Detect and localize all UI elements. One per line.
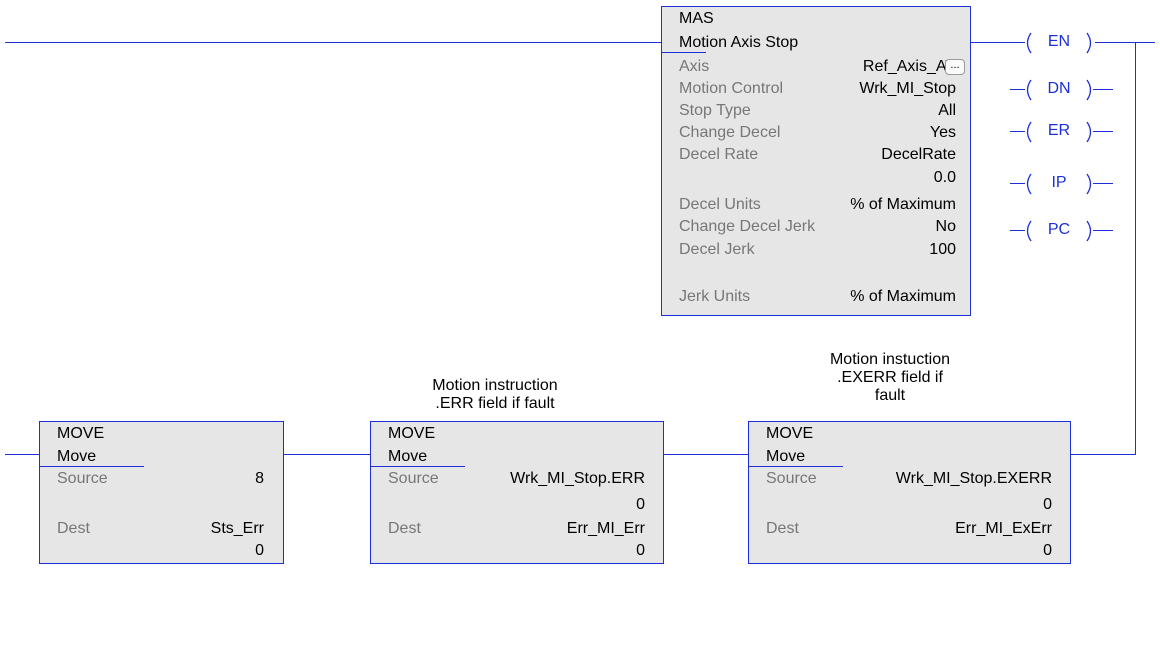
move3-mnemonic: MOVE: [766, 425, 814, 442]
move1-dest-value[interactable]: Sts_Err: [210, 520, 264, 537]
move3-dest-live: 0: [1043, 542, 1052, 559]
mas-param-label-change-decel: Change Decel: [679, 124, 781, 141]
mas-param-value-change-decel-jerk[interactable]: No: [935, 218, 956, 235]
move2-mnemonic: MOVE: [388, 425, 436, 442]
coil-dn-icon: [1026, 79, 1092, 101]
mas-param-live-decel-rate: 0.0: [933, 169, 956, 186]
move1-source-value[interactable]: 8: [255, 470, 264, 487]
move2-source-live: 0: [636, 496, 645, 513]
axis-browse-button[interactable]: ...: [945, 59, 965, 75]
move-instruction-block-1[interactable]: MOVE Move Source 8 Dest Sts_Err 0: [39, 421, 284, 564]
rung-wire-en-out: [1095, 42, 1155, 43]
mas-param-label-axis: Axis: [679, 58, 710, 75]
move3-source-label: Source: [766, 470, 817, 487]
mas-header-underline: [661, 52, 706, 53]
move1-footer-line: [39, 563, 75, 564]
coil-pc-tail-wire: [1093, 230, 1113, 231]
coil-ip-tail-wire: [1093, 183, 1113, 184]
coil-dn-label[interactable]: DN: [1047, 80, 1071, 97]
coil-dn-lead-wire: [1010, 89, 1025, 90]
mas-param-label-jerk-units: Jerk Units: [679, 288, 751, 305]
move2-title: Move: [388, 448, 428, 465]
coil-er-icon: [1026, 121, 1092, 143]
move2-footer-line: [370, 563, 406, 564]
move-instruction-block-3[interactable]: MOVE Move Source Wrk_MI_Stop.EXERR 0 Des…: [748, 421, 1071, 564]
mas-param-label-stop-type: Stop Type: [679, 102, 751, 119]
note-move-exerr: Motion instuction .EXERR field if fault: [829, 351, 951, 404]
mas-title: Motion Axis Stop: [679, 34, 799, 51]
move2-dest-label: Dest: [388, 520, 421, 537]
move2-dest-live: 0: [636, 542, 645, 559]
mas-param-value-stop-type[interactable]: All: [938, 102, 956, 119]
coil-pc-lead-wire: [1010, 230, 1025, 231]
move-instruction-block-2[interactable]: MOVE Move Source Wrk_MI_Stop.ERR 0 Dest …: [370, 421, 664, 564]
mas-param-value-motion-control[interactable]: Wrk_MI_Stop: [859, 80, 956, 97]
coil-ip-icon: [1026, 173, 1092, 195]
coil-ip-lead-wire: [1010, 183, 1025, 184]
mas-param-value-decel-units[interactable]: % of Maximum: [850, 196, 956, 213]
move3-source-value[interactable]: Wrk_MI_Stop.EXERR: [895, 470, 1052, 487]
coil-dn-tail-wire: [1093, 89, 1113, 90]
coil-en-lead-wire: [971, 42, 1025, 43]
coil-er-tail-wire: [1093, 131, 1113, 132]
move1-dest-live: 0: [255, 542, 264, 559]
move1-source-label: Source: [57, 470, 108, 487]
note-move-err: Motion instruction .ERR field if fault: [432, 377, 558, 412]
coil-en-label[interactable]: EN: [1047, 33, 1071, 50]
coil-pc-icon: [1026, 220, 1092, 242]
move2-dest-value[interactable]: Err_MI_Err: [566, 520, 645, 537]
branch-wire-vertical: [1135, 42, 1136, 454]
mas-param-value-change-decel[interactable]: Yes: [929, 124, 956, 141]
move3-dest-label: Dest: [766, 520, 799, 537]
move2-source-label: Source: [388, 470, 439, 487]
mas-param-label-decel-jerk: Decel Jerk: [679, 241, 755, 258]
mas-instruction-block[interactable]: MAS Motion Axis Stop Axis Ref_Axis_AV ..…: [661, 6, 971, 316]
mas-param-label-motion-control: Motion Control: [679, 80, 784, 97]
mas-param-label-decel-rate: Decel Rate: [679, 146, 759, 163]
coil-er-label[interactable]: ER: [1047, 122, 1071, 139]
move3-header-underline: [748, 466, 843, 467]
mas-param-value-decel-rate[interactable]: DecelRate: [881, 146, 956, 163]
mas-param-value-decel-jerk[interactable]: 100: [929, 241, 956, 258]
coil-ip-label[interactable]: IP: [1051, 174, 1067, 191]
rung-wire-bottom-left: [5, 454, 39, 455]
move2-header-underline: [370, 466, 465, 467]
rung-wire-move2-move3: [664, 454, 748, 455]
move3-title: Move: [766, 448, 806, 465]
move3-footer-line: [748, 563, 784, 564]
move3-source-live: 0: [1043, 496, 1052, 513]
rung-wire-top-left: [5, 42, 661, 43]
mas-param-value-axis[interactable]: Ref_Axis_AV: [862, 58, 956, 75]
move1-header-underline: [39, 466, 144, 467]
move1-dest-label: Dest: [57, 520, 90, 537]
coil-er-lead-wire: [1010, 131, 1025, 132]
mas-param-label-change-decel-jerk: Change Decel Jerk: [679, 218, 816, 235]
rung-wire-move1-move2: [284, 454, 370, 455]
mas-param-label-decel-units: Decel Units: [679, 196, 761, 213]
move1-mnemonic: MOVE: [57, 425, 105, 442]
coil-pc-label[interactable]: PC: [1047, 221, 1071, 238]
rung-wire-move3-branch: [1071, 454, 1136, 455]
move3-dest-value[interactable]: Err_MI_ExErr: [955, 520, 1052, 537]
move1-title: Move: [57, 448, 97, 465]
move2-source-value[interactable]: Wrk_MI_Stop.ERR: [510, 470, 645, 487]
mas-mnemonic: MAS: [679, 10, 714, 27]
mas-param-value-jerk-units[interactable]: % of Maximum: [850, 288, 956, 305]
coil-en-icon: [1026, 32, 1092, 54]
